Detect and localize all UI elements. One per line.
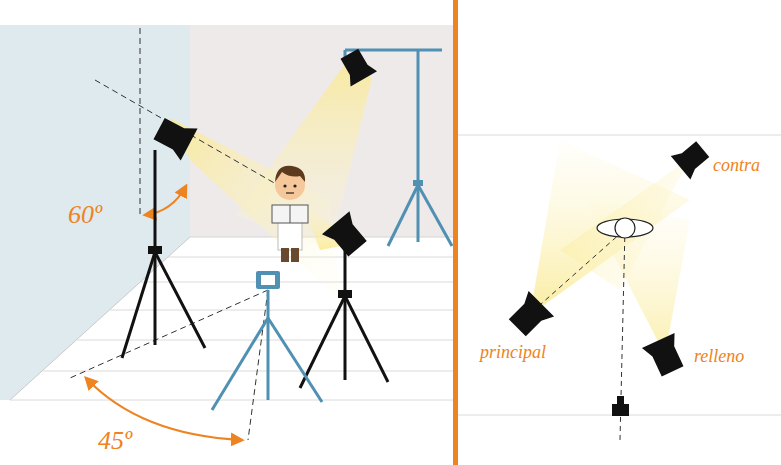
divider-bar <box>453 0 458 465</box>
angle-label: 60º <box>68 202 102 228</box>
fill-light-lamp <box>322 211 371 260</box>
back-light-lamp <box>336 46 377 86</box>
camera-screen <box>261 275 275 285</box>
angle-arc <box>145 186 186 215</box>
key-axis <box>532 232 622 312</box>
floor-line <box>458 135 781 136</box>
stand-clamp <box>338 290 352 298</box>
angle-label: 45º <box>98 428 132 454</box>
stand-clamp <box>413 180 423 186</box>
light-label: contra <box>713 156 760 174</box>
key-light-stand <box>122 150 205 358</box>
fill-light-lamp <box>642 333 689 379</box>
guide-lines <box>70 28 290 440</box>
subject-person <box>272 166 308 262</box>
back-light-lamp <box>671 137 713 179</box>
wall-edge <box>10 237 190 400</box>
fill-light-beam <box>585 200 690 355</box>
stand-clamp <box>148 246 162 254</box>
floor <box>0 25 455 465</box>
camera-top-view <box>612 396 629 416</box>
light-label: relleno <box>694 347 744 365</box>
side-wall <box>0 25 190 400</box>
subject-top-view <box>597 218 653 238</box>
key-light-lamp <box>151 113 198 161</box>
light-label: principal <box>480 343 546 361</box>
key-light-lamp <box>505 291 554 340</box>
fill-light-stand <box>300 245 388 388</box>
camera-tripod <box>212 290 322 410</box>
key-light-beam <box>170 118 340 300</box>
camera-body <box>256 271 280 289</box>
